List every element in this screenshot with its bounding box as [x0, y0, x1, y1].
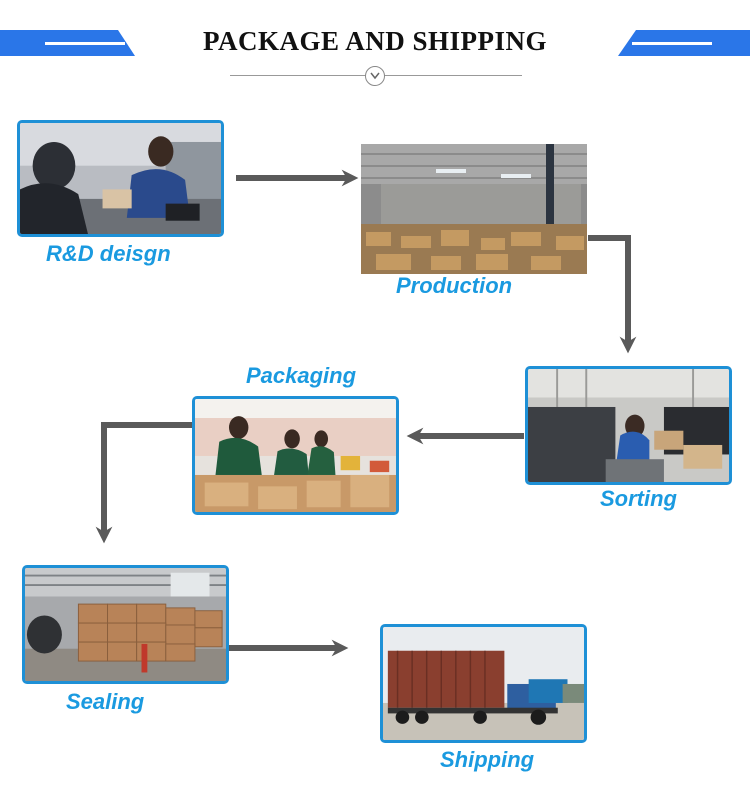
chevron-down-icon — [365, 66, 385, 86]
step-label-shipping: Shipping — [440, 747, 535, 772]
workers-at-bench-photo — [17, 120, 224, 237]
step-label-packaging: Packaging — [246, 363, 357, 388]
container-truck-photo — [380, 624, 587, 743]
header-left-stripe — [0, 30, 135, 56]
step-label-production: Production — [396, 273, 513, 298]
arrow-packaging-to-sealing — [95, 422, 192, 544]
step-label-sorting: Sorting — [600, 486, 677, 511]
page-title: PACKAGE AND SHIPPING — [202, 26, 548, 56]
sealed-cartons-photo — [22, 565, 229, 684]
warehouse-production-photo — [361, 144, 587, 274]
step-label-rnd: R&D deisgn — [46, 241, 171, 266]
sorting-parts-photo — [525, 366, 732, 485]
arrow-production-to-sorting — [588, 235, 637, 354]
packaging-workers-photo — [192, 396, 399, 515]
header-right-stripe — [618, 30, 750, 56]
step-label-sealing: Sealing — [66, 689, 145, 714]
